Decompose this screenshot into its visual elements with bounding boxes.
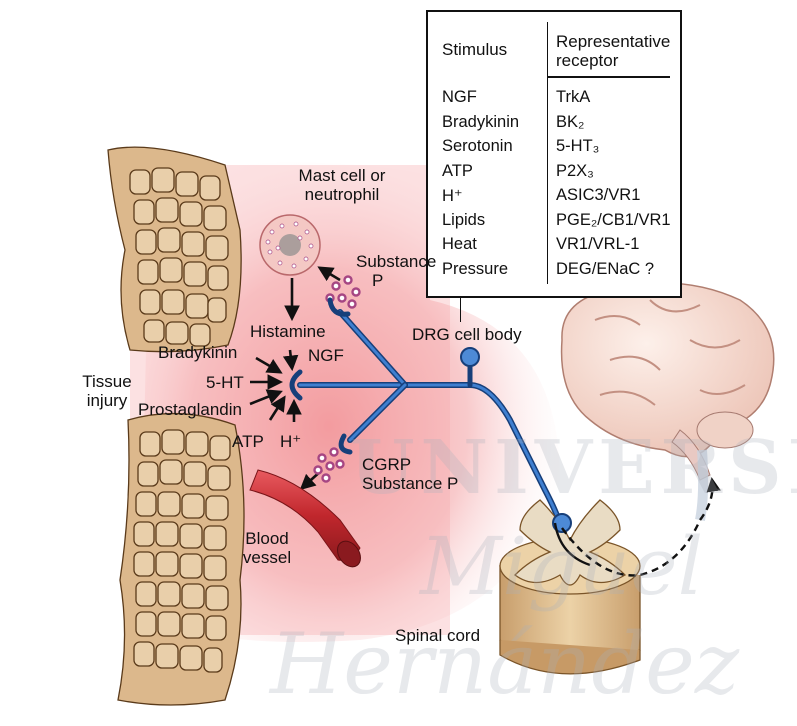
- substance-p-top-line-2: P: [356, 271, 436, 290]
- drg-cell-body: [461, 348, 479, 366]
- blood-vessel-line-1: Blood: [232, 529, 302, 548]
- table-cell-stimulus: Serotonin: [442, 137, 513, 156]
- prostaglandin-label: Prostaglandin: [138, 400, 242, 419]
- table-row: H⁺ ASIC3/VR1: [428, 186, 680, 208]
- table-row: ATP P2X₃: [428, 162, 680, 184]
- table-row: Lipids PGE₂/CB1/VR1: [428, 211, 680, 233]
- table-row: Serotonin 5-HT₃: [428, 137, 680, 159]
- tissue-injury-label: Tissue injury: [72, 372, 142, 410]
- atp-label: ATP: [232, 432, 264, 451]
- cgrp-label: CGRP: [362, 455, 411, 474]
- table-cell-stimulus: Lipids: [442, 211, 485, 230]
- stimulus-receptor-table: Stimulus Representative receptor NGF TrkA…: [426, 10, 682, 298]
- ngf-label: NGF: [308, 346, 344, 365]
- spinal-cord-label: Spinal cord: [395, 626, 480, 645]
- bradykinin-label: Bradykinin: [158, 343, 237, 362]
- table-cell-receptor: BK₂: [556, 113, 584, 132]
- table-cell-stimulus: NGF: [442, 88, 477, 107]
- table-row: NGF TrkA: [428, 88, 680, 110]
- blood-vessel-label: Blood vessel: [232, 529, 302, 567]
- mast-cell-label: Mast cell or neutrophil: [272, 166, 412, 204]
- tissue-injury-line-1: Tissue: [72, 372, 142, 391]
- substance-p-top-line-1: Substance: [356, 252, 436, 271]
- drg-cell-body-label: DRG cell body: [412, 325, 522, 344]
- table-cell-stimulus: Pressure: [442, 260, 508, 279]
- table-cell-stimulus: Heat: [442, 235, 477, 254]
- substance-p-bottom-label: Substance P: [362, 474, 458, 493]
- table-cell-stimulus: H⁺: [442, 186, 463, 206]
- tissue-lower: [118, 414, 244, 705]
- table-cell-stimulus: ATP: [442, 162, 473, 181]
- histamine-label: Histamine: [250, 322, 326, 341]
- substance-p-top-label: Substance P: [356, 252, 436, 290]
- brain: [562, 283, 774, 520]
- table-cell-receptor: ASIC3/VR1: [556, 186, 640, 205]
- tissue-upper: [108, 147, 241, 352]
- h-plus-label: H⁺: [280, 432, 301, 451]
- table-cell-receptor: 5-HT₃: [556, 137, 599, 156]
- table-cell-receptor: PGE₂/CB1/VR1: [556, 211, 671, 230]
- mast-cell-label-line-2: neutrophil: [272, 185, 412, 204]
- table-cell-receptor: DEG/ENaC ?: [556, 260, 654, 279]
- table-divider-horizontal: [548, 76, 670, 78]
- table-header-stimulus: Stimulus: [442, 40, 507, 59]
- table-cell-receptor: P2X₃: [556, 162, 594, 181]
- five-ht-label: 5-HT: [206, 373, 244, 392]
- table-row: Pressure DEG/ENaC ?: [428, 260, 680, 282]
- table-cell-stimulus: Bradykinin: [442, 113, 519, 132]
- table-cell-receptor: TrkA: [556, 88, 590, 107]
- tissue-injury-line-2: injury: [72, 391, 142, 410]
- table-header-receptor-line-2: receptor: [556, 51, 618, 70]
- table-cell-receptor: VR1/VRL-1: [556, 235, 639, 254]
- table-row: Heat VR1/VRL-1: [428, 235, 680, 257]
- mast-cell: [260, 215, 320, 275]
- table-header-receptor-line-1: Representative: [556, 32, 670, 51]
- table-row: Bradykinin BK₂: [428, 113, 680, 135]
- table-pointer-line: [460, 296, 461, 322]
- blood-vessel-line-2: vessel: [232, 548, 302, 567]
- mast-cell-label-line-1: Mast cell or: [272, 166, 412, 185]
